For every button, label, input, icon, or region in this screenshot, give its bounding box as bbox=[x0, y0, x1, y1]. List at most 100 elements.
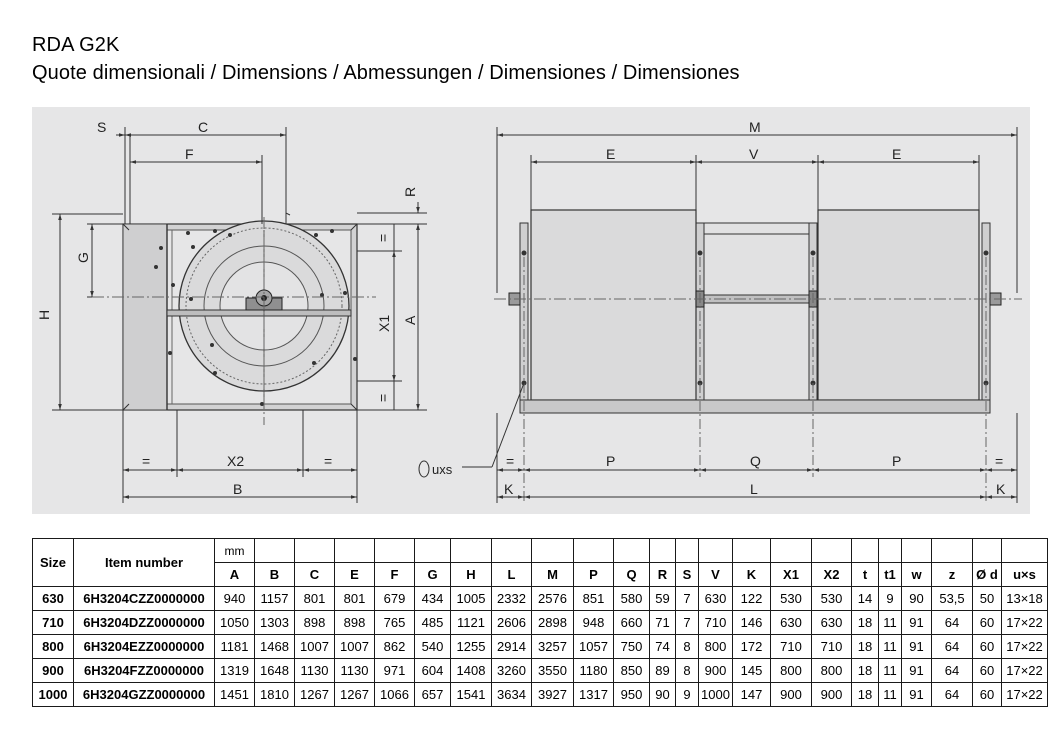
value-cell: 1007 bbox=[294, 634, 335, 659]
column-header: G bbox=[414, 562, 451, 587]
value-cell: 17×22 bbox=[1001, 682, 1048, 707]
value-cell: 3257 bbox=[531, 634, 574, 659]
value-cell: 1130 bbox=[334, 658, 375, 683]
value-cell: 971 bbox=[374, 658, 415, 683]
header-size: Size bbox=[32, 538, 74, 587]
value-cell: 1157 bbox=[254, 586, 295, 611]
value-cell: 59 bbox=[649, 586, 676, 611]
value-cell: 14 bbox=[851, 586, 879, 611]
value-cell: 1057 bbox=[573, 634, 614, 659]
label-eq-left: = bbox=[142, 453, 150, 469]
value-cell: 11 bbox=[878, 658, 902, 683]
column-header: X2 bbox=[811, 562, 852, 587]
value-cell: 17×22 bbox=[1001, 658, 1048, 683]
value-cell: 8 bbox=[675, 634, 699, 659]
value-cell: 580 bbox=[613, 586, 650, 611]
item-number-cell: 6H3204DZZ0000000 bbox=[73, 610, 215, 635]
value-cell: 60 bbox=[972, 658, 1002, 683]
front-view-dimensions bbox=[418, 127, 1018, 503]
column-header: P bbox=[573, 562, 614, 587]
label-e-left: E bbox=[606, 146, 615, 162]
value-cell: 64 bbox=[931, 634, 973, 659]
value-cell: 530 bbox=[811, 586, 852, 611]
size-cell: 900 bbox=[32, 658, 74, 683]
label-f: F bbox=[185, 146, 194, 162]
column-header: H bbox=[450, 562, 492, 587]
value-cell: 800 bbox=[770, 658, 812, 683]
value-cell: 60 bbox=[972, 682, 1002, 707]
label-eq-bottom: = bbox=[375, 394, 391, 402]
item-number-cell: 6H3204GZZ0000000 bbox=[73, 682, 215, 707]
value-cell: 2914 bbox=[491, 634, 532, 659]
label-b: B bbox=[233, 481, 242, 497]
value-cell: 710 bbox=[770, 634, 812, 659]
fan-housing-left bbox=[530, 209, 697, 401]
size-cell: 800 bbox=[32, 634, 74, 659]
value-cell: 604 bbox=[414, 658, 451, 683]
value-cell: 1121 bbox=[450, 610, 492, 635]
column-header: X1 bbox=[770, 562, 812, 587]
value-cell: 800 bbox=[811, 658, 852, 683]
value-cell: 630 bbox=[811, 610, 852, 635]
value-cell: 940 bbox=[214, 586, 255, 611]
item-number-cell: 6H3204EZZ0000000 bbox=[73, 634, 215, 659]
value-cell: 64 bbox=[931, 682, 973, 707]
label-x2: X2 bbox=[227, 453, 244, 469]
value-cell: 7 bbox=[675, 586, 699, 611]
page-title: RDA G2K bbox=[32, 34, 120, 56]
value-cell: 1005 bbox=[450, 586, 492, 611]
value-cell: 710 bbox=[811, 634, 852, 659]
column-header: C bbox=[294, 562, 335, 587]
value-cell: 90 bbox=[649, 682, 676, 707]
value-cell: 540 bbox=[414, 634, 451, 659]
value-cell: 1180 bbox=[573, 658, 614, 683]
column-header: t bbox=[851, 562, 879, 587]
value-cell: 1468 bbox=[254, 634, 295, 659]
value-cell: 3550 bbox=[531, 658, 574, 683]
header-item-number: Item number bbox=[73, 538, 215, 587]
item-number-cell: 6H3204CZZ0000000 bbox=[73, 586, 215, 611]
column-header: B bbox=[254, 562, 295, 587]
value-cell: 765 bbox=[374, 610, 415, 635]
value-cell: 91 bbox=[901, 610, 932, 635]
value-cell: 1303 bbox=[254, 610, 295, 635]
value-cell: 1066 bbox=[374, 682, 415, 707]
value-cell: 1130 bbox=[294, 658, 335, 683]
column-header: u×s bbox=[1001, 562, 1048, 587]
value-cell: 1317 bbox=[573, 682, 614, 707]
value-cell: 2606 bbox=[491, 610, 532, 635]
value-cell: 750 bbox=[613, 634, 650, 659]
size-cell: 710 bbox=[32, 610, 74, 635]
value-cell: 71 bbox=[649, 610, 676, 635]
value-cell: 1267 bbox=[294, 682, 335, 707]
value-cell: 90 bbox=[901, 586, 932, 611]
value-cell: 1408 bbox=[450, 658, 492, 683]
label-l: L bbox=[750, 481, 758, 497]
page-subtitle: Quote dimensionali / Dimensions / Abmess… bbox=[32, 62, 740, 84]
value-cell: 850 bbox=[613, 658, 650, 683]
value-cell: 2576 bbox=[531, 586, 574, 611]
value-cell: 1541 bbox=[450, 682, 492, 707]
value-cell: 900 bbox=[770, 682, 812, 707]
value-cell: 64 bbox=[931, 658, 973, 683]
value-cell: 60 bbox=[972, 610, 1002, 635]
value-cell: 2332 bbox=[491, 586, 532, 611]
value-cell: 630 bbox=[770, 610, 812, 635]
value-cell: 11 bbox=[878, 634, 902, 659]
value-cell: 862 bbox=[374, 634, 415, 659]
label-q: Q bbox=[750, 453, 761, 469]
label-p-right: P bbox=[892, 453, 901, 469]
value-cell: 1267 bbox=[334, 682, 375, 707]
value-cell: 91 bbox=[901, 658, 932, 683]
value-cell: 710 bbox=[698, 610, 733, 635]
value-cell: 485 bbox=[414, 610, 451, 635]
side-view bbox=[92, 212, 376, 425]
value-cell: 900 bbox=[698, 658, 733, 683]
value-cell: 851 bbox=[573, 586, 614, 611]
